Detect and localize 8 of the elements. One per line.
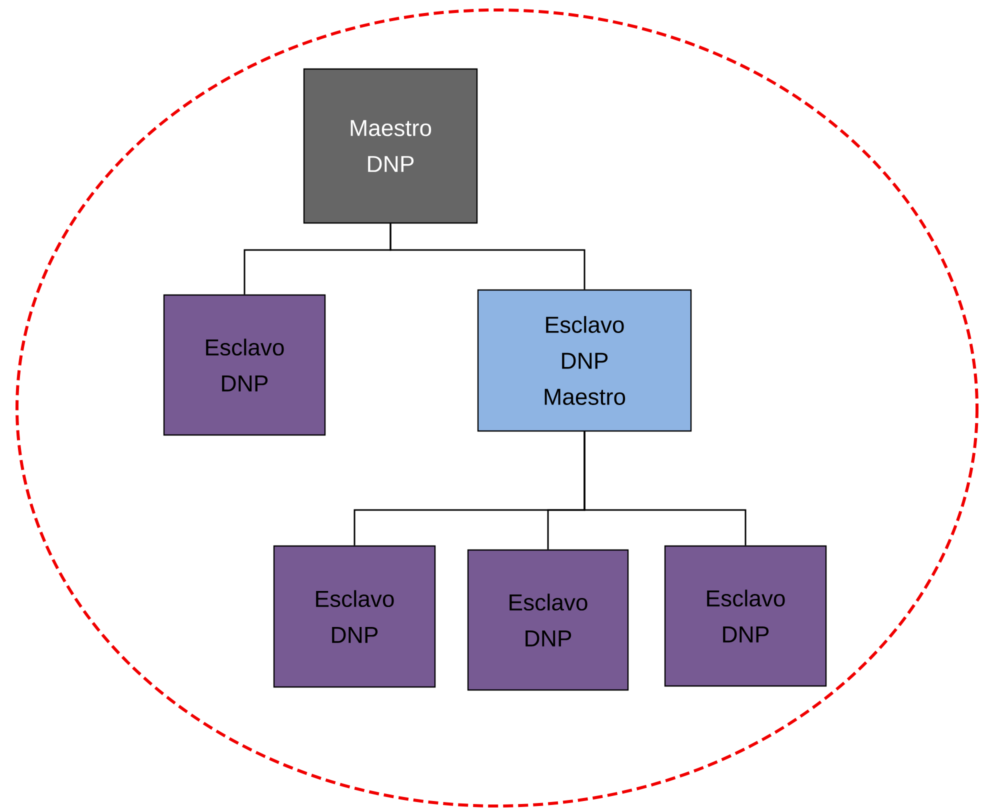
slave-box: Esclavo DNP — [163, 294, 326, 436]
connector-line — [390, 224, 586, 290]
slave-box: Esclavo DNP — [467, 549, 629, 691]
connector-line — [584, 432, 746, 546]
master-box: Maestro DNP — [303, 68, 478, 224]
slave-box: Esclavo DNP — [273, 545, 436, 688]
slave-box: Esclavo DNP — [664, 545, 827, 687]
master-slave-box: Esclavo DNP Maestro — [477, 289, 692, 432]
